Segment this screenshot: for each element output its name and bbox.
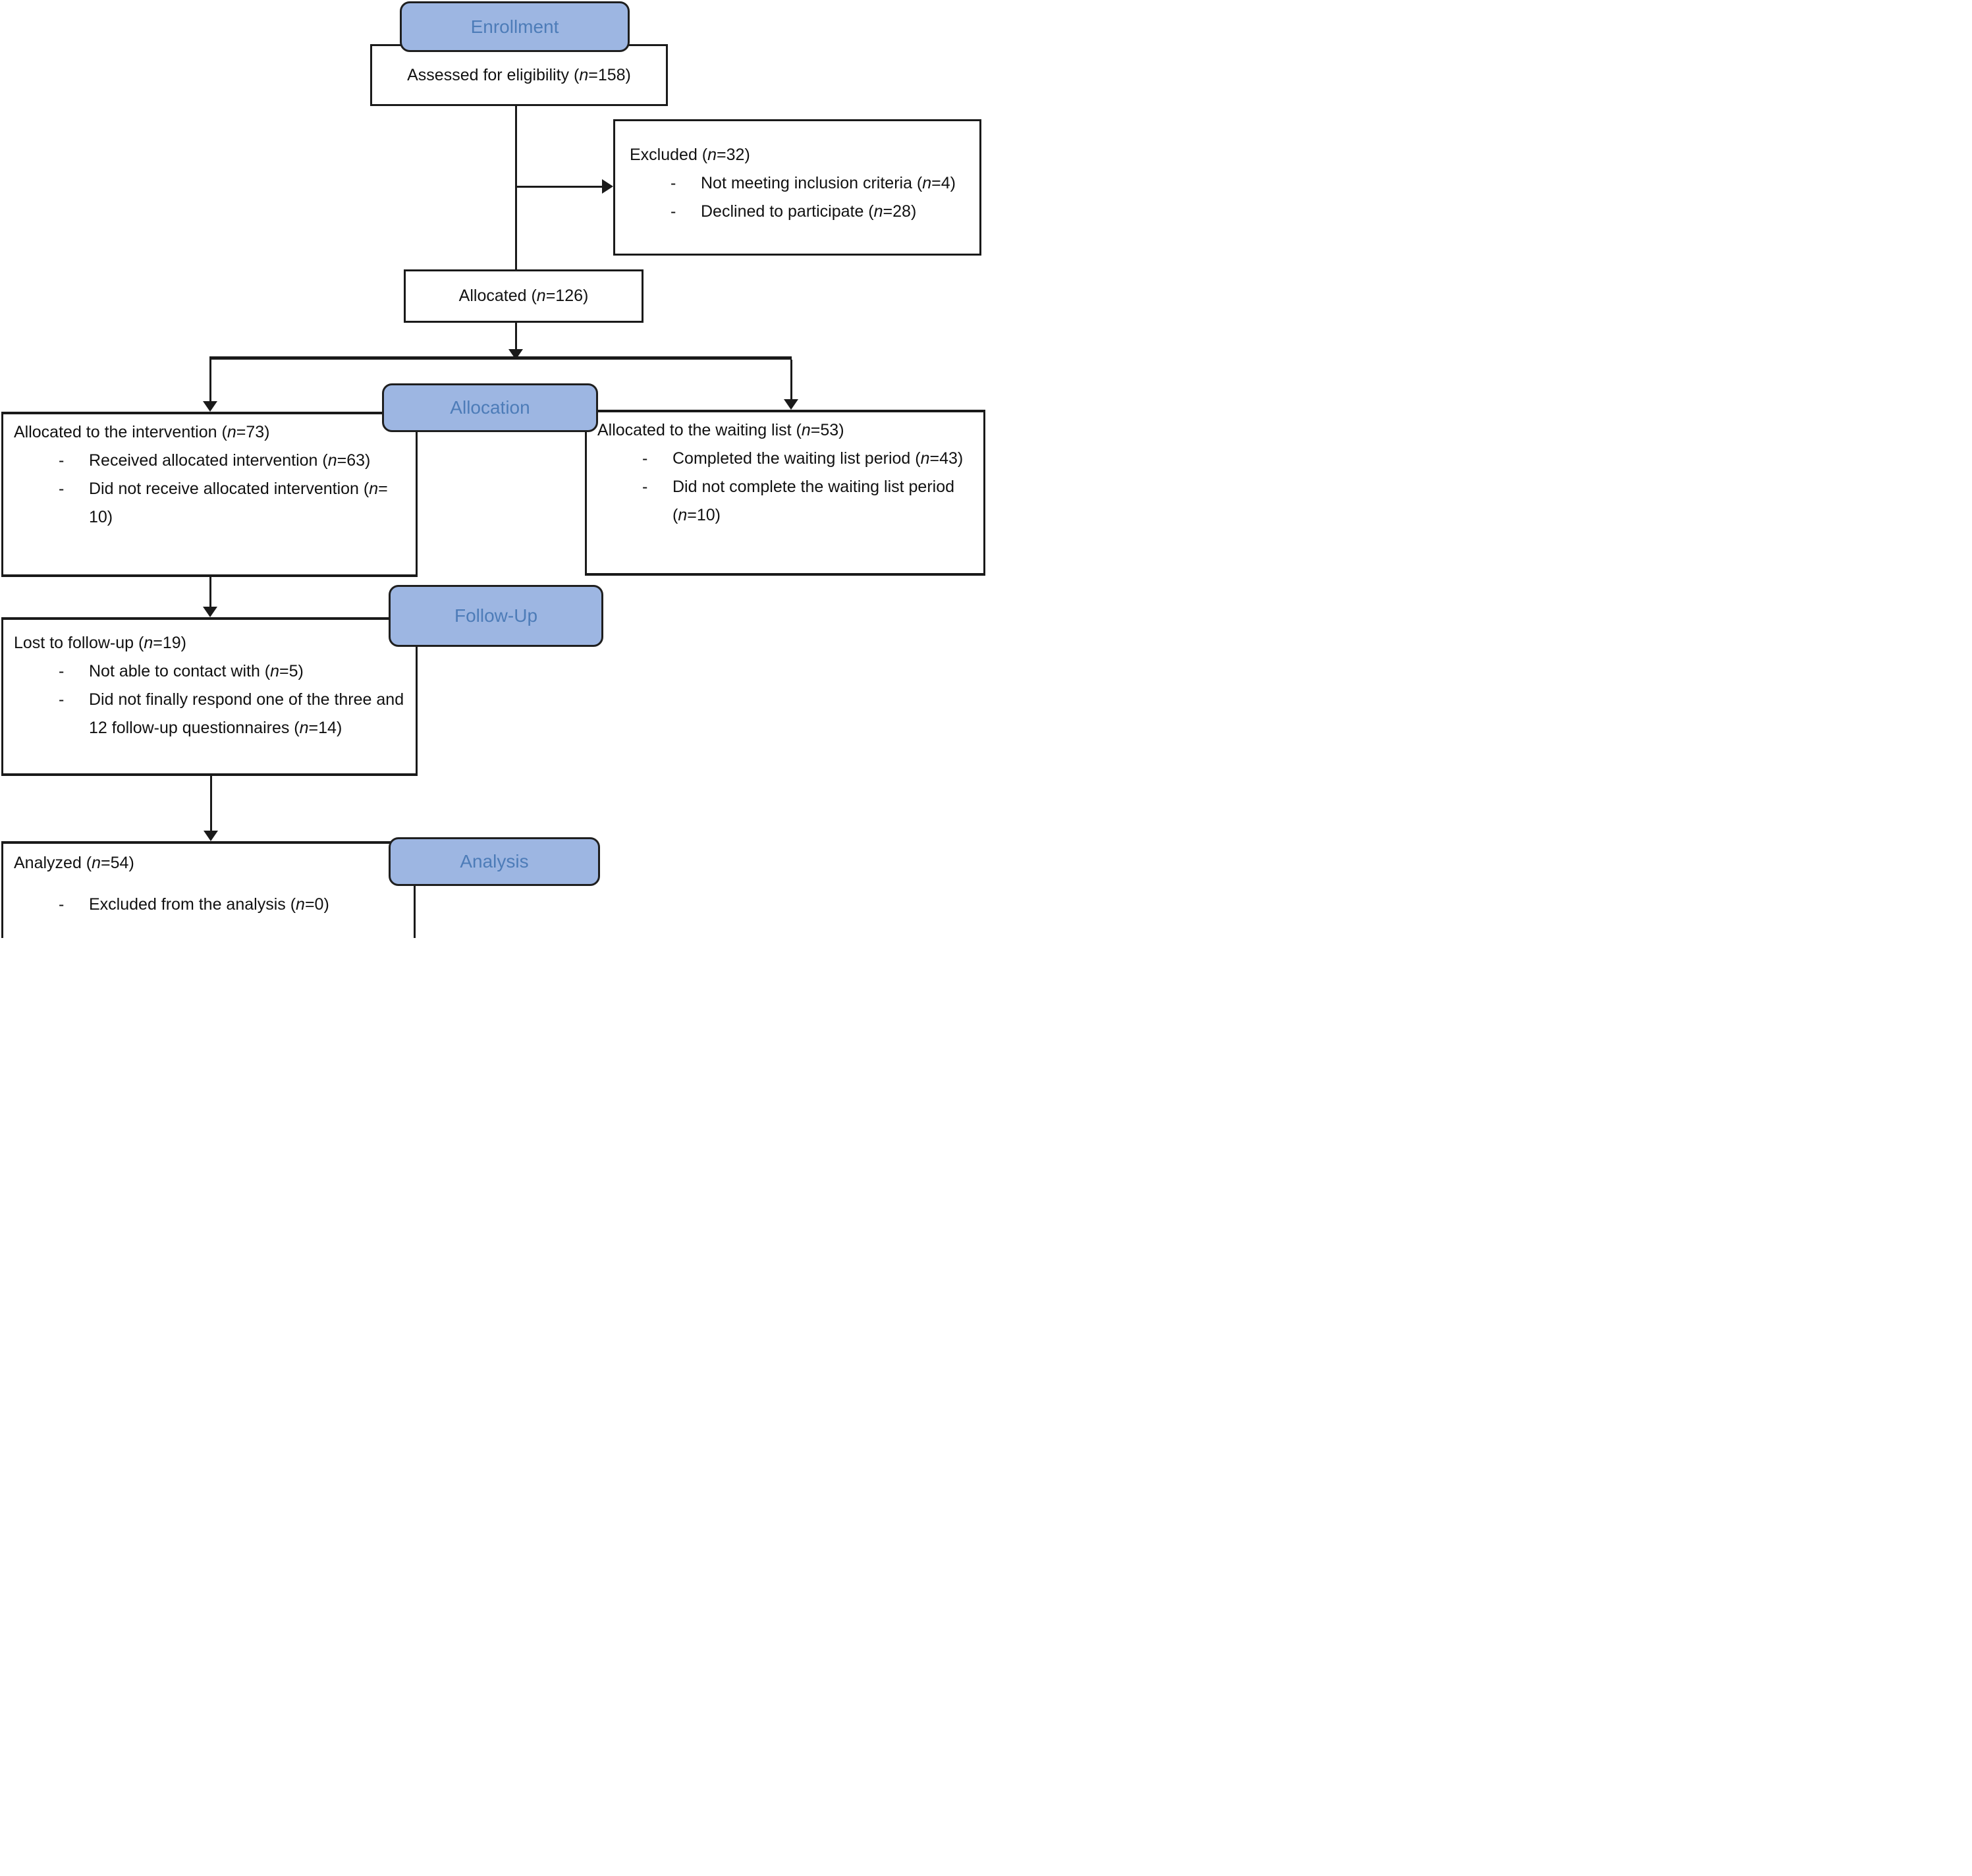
arrowhead-analyzed-icon — [204, 831, 218, 841]
connector-allocated-to-branch — [515, 319, 517, 350]
waiting-list-item-text: Did not complete the waiting list period… — [672, 478, 955, 524]
stage-allocation: Allocation — [382, 383, 598, 432]
stage-enrollment-label: Enrollment — [470, 16, 559, 37]
intervention-item: - Received allocated intervention (n=63) — [3, 447, 416, 475]
consort-flow-diagram: Assessed for eligibility (n=158) Exclude… — [0, 0, 986, 938]
bullet-dash: - — [59, 451, 65, 470]
intervention-item-text: Did not receive allocated intervention (… — [89, 480, 388, 526]
branch-line — [209, 356, 792, 360]
stage-allocation-label: Allocation — [450, 397, 530, 418]
excluded-item: - Not meeting inclusion criteria (n=4) — [615, 169, 979, 198]
arrowhead-waiting-icon — [784, 399, 798, 410]
bullet-dash: - — [671, 174, 676, 192]
excluded-item-text: Not meeting inclusion criteria (n=4) — [701, 174, 956, 192]
stage-followup-label: Follow-Up — [454, 605, 538, 626]
bullet-dash: - — [59, 895, 65, 914]
bullet-dash: - — [642, 449, 648, 468]
intervention-title: Allocated to the intervention (n=73) — [14, 423, 270, 441]
arrowhead-excluded-icon — [602, 179, 613, 194]
waiting-list-item: - Completed the waiting list period (n=4… — [587, 445, 983, 473]
stage-enrollment: Enrollment — [400, 1, 630, 52]
bullet-dash: - — [59, 480, 65, 498]
allocated-box: Allocated (n=126) — [404, 269, 644, 323]
analyzed-item-text: Excluded from the analysis (n=0) — [89, 895, 329, 914]
excluded-item-text: Declined to participate (n=28) — [701, 202, 917, 221]
connector-intervention-to-lost — [209, 572, 211, 607]
assessed-box: Assessed for eligibility (n=158) — [370, 44, 668, 106]
stage-analysis: Analysis — [389, 837, 600, 886]
waiting-list-item: - Did not complete the waiting list peri… — [587, 473, 983, 530]
waiting-list-box: Allocated to the waiting list (n=53) - C… — [585, 410, 985, 576]
stage-analysis-label: Analysis — [460, 851, 529, 871]
waiting-list-title: Allocated to the waiting list (n=53) — [597, 421, 844, 439]
excluded-title: Excluded (n=32) — [630, 146, 750, 164]
bullet-dash: - — [642, 478, 648, 496]
connector-lost-to-analyzed — [210, 771, 212, 831]
connector-branch-to-intervention — [209, 360, 211, 402]
bullet-dash: - — [59, 690, 65, 709]
lost-followup-item: - Not able to contact with (n=5) — [3, 657, 416, 686]
connector-branch-to-waiting — [790, 360, 792, 400]
analyzed-title: Analyzed (n=54) — [14, 854, 134, 872]
assessed-text: Assessed for eligibility (n=158) — [407, 65, 631, 84]
lost-followup-box: Lost to follow-up (n=19) - Not able to c… — [1, 617, 418, 776]
lost-followup-item: - Did not finally respond one of the thr… — [3, 686, 416, 742]
bullet-dash: - — [671, 202, 676, 221]
excluded-box: Excluded (n=32) - Not meeting inclusion … — [613, 119, 981, 256]
lost-followup-title: Lost to follow-up (n=19) — [14, 634, 186, 652]
intervention-box: Allocated to the intervention (n=73) - R… — [1, 412, 418, 577]
intervention-item-text: Received allocated intervention (n=63) — [89, 451, 371, 470]
intervention-item: - Did not receive allocated intervention… — [3, 475, 416, 532]
stage-followup: Follow-Up — [389, 585, 603, 647]
waiting-list-item-text: Completed the waiting list period (n=43) — [672, 449, 964, 468]
connector-to-excluded — [515, 186, 603, 188]
analyzed-item: - Excluded from the analysis (n=0) — [3, 891, 414, 919]
bullet-dash: - — [59, 662, 65, 680]
arrowhead-intervention-icon — [203, 401, 217, 412]
analyzed-box: Analyzed (n=54) - Excluded from the anal… — [1, 841, 416, 938]
allocated-text: Allocated (n=126) — [458, 287, 589, 305]
arrowhead-lost-icon — [203, 607, 217, 617]
excluded-item: - Declined to participate (n=28) — [615, 198, 979, 226]
lost-followup-item-text: Not able to contact with (n=5) — [89, 662, 304, 680]
lost-followup-item-text: Did not finally respond one of the three… — [89, 690, 404, 737]
